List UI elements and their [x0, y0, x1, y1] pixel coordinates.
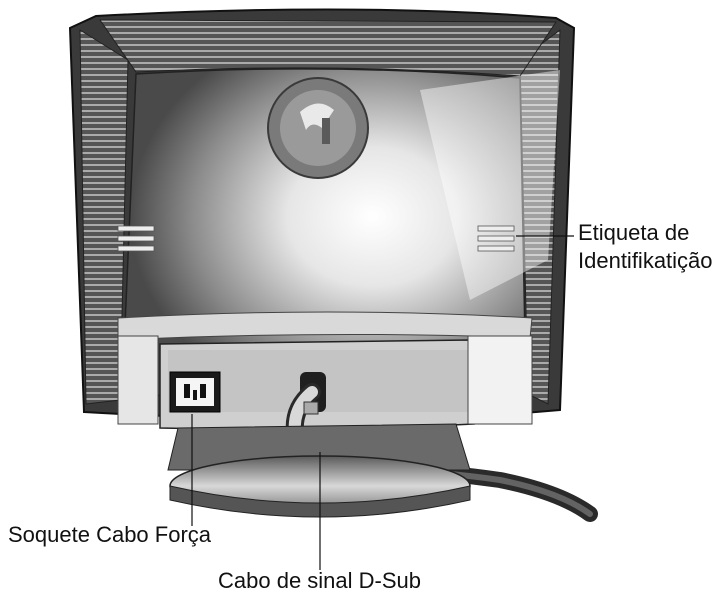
power-socket-icon: [169, 371, 221, 413]
signal-cable-callout: Cabo de sinal D-Sub: [218, 568, 422, 593]
monitor-stand: [167, 423, 471, 518]
slot-vents-right: [477, 225, 515, 252]
slot-vents-left: [117, 225, 155, 252]
leader-lines: [191, 235, 574, 570]
id-label-callout-line1: Etiqueta de: [578, 220, 690, 245]
rear-emblem: [267, 77, 369, 179]
id-label-callout-line2: Identifikatição: [578, 248, 713, 273]
top-vent-frame: [99, 19, 557, 77]
power-socket-callout: Soquete Cabo Força: [8, 522, 212, 547]
